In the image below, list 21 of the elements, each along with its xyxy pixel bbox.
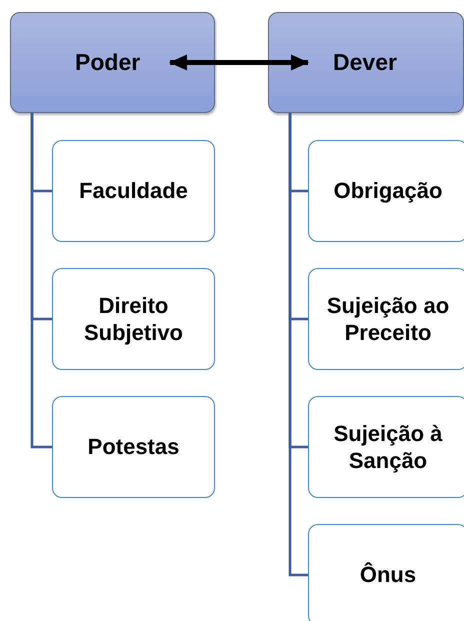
item-label: Direito Subjetivo	[82, 292, 184, 346]
tree-connector	[30, 113, 52, 448]
item-box	[308, 268, 464, 370]
category-label: Poder	[75, 48, 140, 78]
category-box	[10, 12, 215, 113]
item-label: Potestas	[88, 433, 180, 461]
item-label: Faculdade	[79, 177, 188, 205]
item-label: Obrigação	[334, 177, 442, 205]
item-label: Sujeição à Sanção	[332, 420, 444, 474]
item-box	[308, 396, 464, 498]
item-box	[52, 396, 215, 498]
item-label: Ônus	[360, 561, 416, 589]
item-box	[308, 140, 464, 242]
item-box	[52, 140, 215, 242]
double-arrow	[169, 54, 309, 70]
category-label: Dever	[333, 48, 397, 78]
category-box	[268, 12, 464, 113]
item-box	[52, 268, 215, 370]
tree-connector	[288, 113, 308, 576]
item-box	[308, 524, 464, 621]
item-label: Sujeição ao Preceito	[326, 292, 450, 346]
